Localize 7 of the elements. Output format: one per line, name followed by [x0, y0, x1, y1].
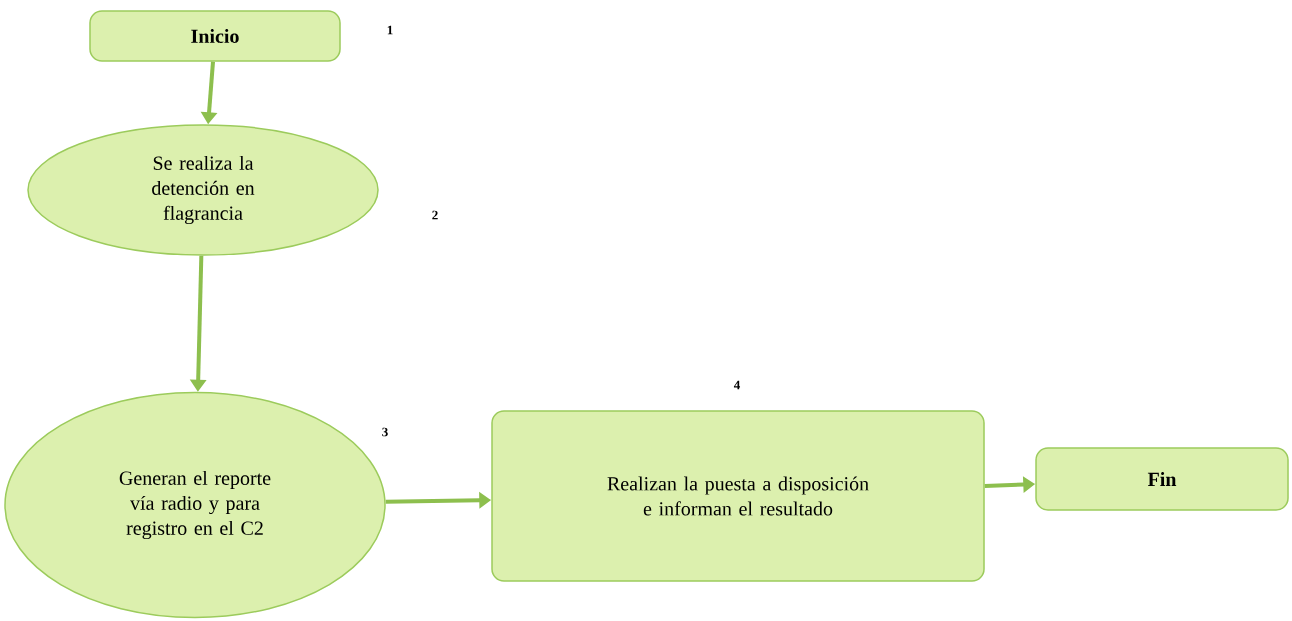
- step-number: 3: [382, 427, 388, 437]
- step-number: 4: [733, 380, 740, 390]
- start-box: Inicio: [89, 10, 341, 62]
- step-number: 1: [387, 25, 393, 35]
- step-number: 2: [432, 210, 438, 220]
- end-box: Fin: [1035, 447, 1289, 511]
- process-box: Realizan la puesta a disposición e informan el resultado: [491, 410, 985, 582]
